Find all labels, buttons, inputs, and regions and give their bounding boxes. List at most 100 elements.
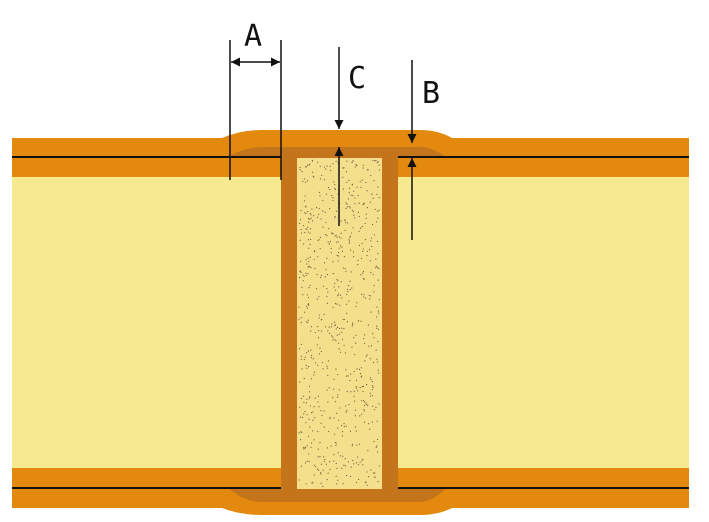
stipple-dot	[363, 410, 365, 412]
stipple-dot	[319, 441, 321, 444]
stipple-dot	[352, 322, 354, 324]
stipple-dot	[303, 358, 305, 361]
stipple-dot	[335, 210, 338, 212]
stipple-dot	[345, 207, 347, 210]
stipple-dot	[318, 406, 320, 408]
stipple-dot	[356, 368, 358, 370]
stipple-dot	[304, 195, 306, 197]
stipple-dot	[346, 321, 349, 323]
stipple-dot	[307, 239, 309, 241]
stipple-dot	[364, 404, 366, 406]
stipple-dot	[340, 220, 342, 222]
stipple-dot	[341, 431, 344, 433]
stipple-dot	[360, 320, 362, 322]
stipple-dot	[315, 207, 318, 209]
stipple-dot	[363, 401, 366, 403]
stipple-dot	[341, 331, 343, 333]
stipple-dot	[337, 373, 339, 376]
stipple-dot	[366, 403, 368, 405]
stipple-dot	[313, 215, 315, 217]
stipple-dot	[360, 367, 362, 369]
stipple-dot	[332, 339, 334, 341]
stipple-dot	[369, 428, 371, 430]
stipple-dot	[310, 349, 312, 351]
stipple-dot	[352, 323, 354, 326]
stipple-dot	[352, 160, 354, 162]
stipple-dot	[322, 210, 324, 212]
stipple-dot	[376, 161, 378, 164]
stipple-dot	[326, 367, 329, 369]
stipple-dot	[323, 456, 325, 458]
stipple-dot	[342, 167, 344, 169]
stipple-dot	[328, 332, 331, 334]
stipple-dot	[364, 482, 366, 484]
stipple-dot	[374, 476, 376, 478]
stipple-dot	[323, 461, 325, 463]
stipple-dot	[325, 168, 327, 170]
stipple-dot	[353, 370, 355, 373]
stipple-dot	[377, 279, 379, 281]
stipple-dot	[301, 368, 303, 370]
stipple-dot	[334, 441, 337, 444]
stipple-dot	[334, 235, 336, 237]
stipple-dot	[366, 207, 368, 209]
stipple-dot	[329, 169, 332, 172]
stipple-dot	[371, 395, 374, 397]
stipple-dot	[338, 348, 340, 350]
stipple-dot	[375, 267, 377, 269]
stipple-dot	[376, 210, 379, 212]
stipple-dot	[299, 270, 302, 272]
stipple-dot	[375, 258, 377, 260]
stipple-dot	[373, 179, 375, 182]
stipple-dot	[346, 410, 348, 412]
stipple-dot	[337, 260, 339, 262]
stipple-dot	[378, 209, 380, 211]
stipple-dot	[312, 411, 314, 413]
stipple-dot	[364, 222, 366, 225]
stipple-dot	[376, 361, 379, 363]
stipple-dot	[330, 247, 332, 250]
stipple-dot	[347, 198, 350, 200]
stipple-dot	[299, 169, 301, 171]
stipple-dot	[334, 217, 336, 219]
stipple-dot	[334, 184, 336, 186]
stipple-dot	[348, 240, 351, 242]
stipple-dot	[323, 313, 325, 316]
stipple-dot	[378, 465, 380, 467]
stipple-dot	[344, 352, 347, 354]
stipple-dot	[304, 231, 306, 234]
stipple-dot	[306, 445, 308, 447]
stipple-dot	[310, 214, 312, 216]
stipple-dot	[319, 195, 321, 197]
stipple-dot	[340, 281, 342, 283]
stipple-dot	[309, 212, 311, 215]
stipple-dot	[302, 180, 304, 182]
stipple-dot	[337, 479, 339, 481]
stipple-dot	[308, 461, 310, 463]
stipple-dot	[302, 280, 304, 282]
stipple-dot	[365, 181, 367, 184]
stipple-dot	[354, 217, 356, 219]
stipple-dot	[322, 285, 325, 287]
stipple-dot	[298, 277, 301, 279]
stipple-dot	[344, 229, 346, 232]
stipple-dot	[337, 251, 340, 254]
stipple-dot	[336, 278, 338, 281]
stipple-dot	[304, 410, 306, 413]
stipple-dot	[308, 265, 311, 267]
stipple-dot	[329, 208, 331, 210]
stipple-dot	[300, 398, 302, 400]
stipple-dot	[372, 386, 374, 388]
stipple-dot	[370, 237, 372, 239]
stipple-dot	[360, 293, 363, 295]
stipple-dot	[345, 171, 348, 173]
stipple-dot	[362, 204, 364, 206]
stipple-dot	[365, 402, 367, 404]
stipple-dot	[344, 267, 346, 270]
stipple-dot	[363, 409, 365, 411]
stipple-dot	[368, 423, 370, 425]
stipple-dot	[378, 372, 380, 374]
stipple-dot	[306, 460, 308, 462]
stipple-dot	[306, 263, 308, 265]
stipple-dot	[340, 237, 342, 239]
